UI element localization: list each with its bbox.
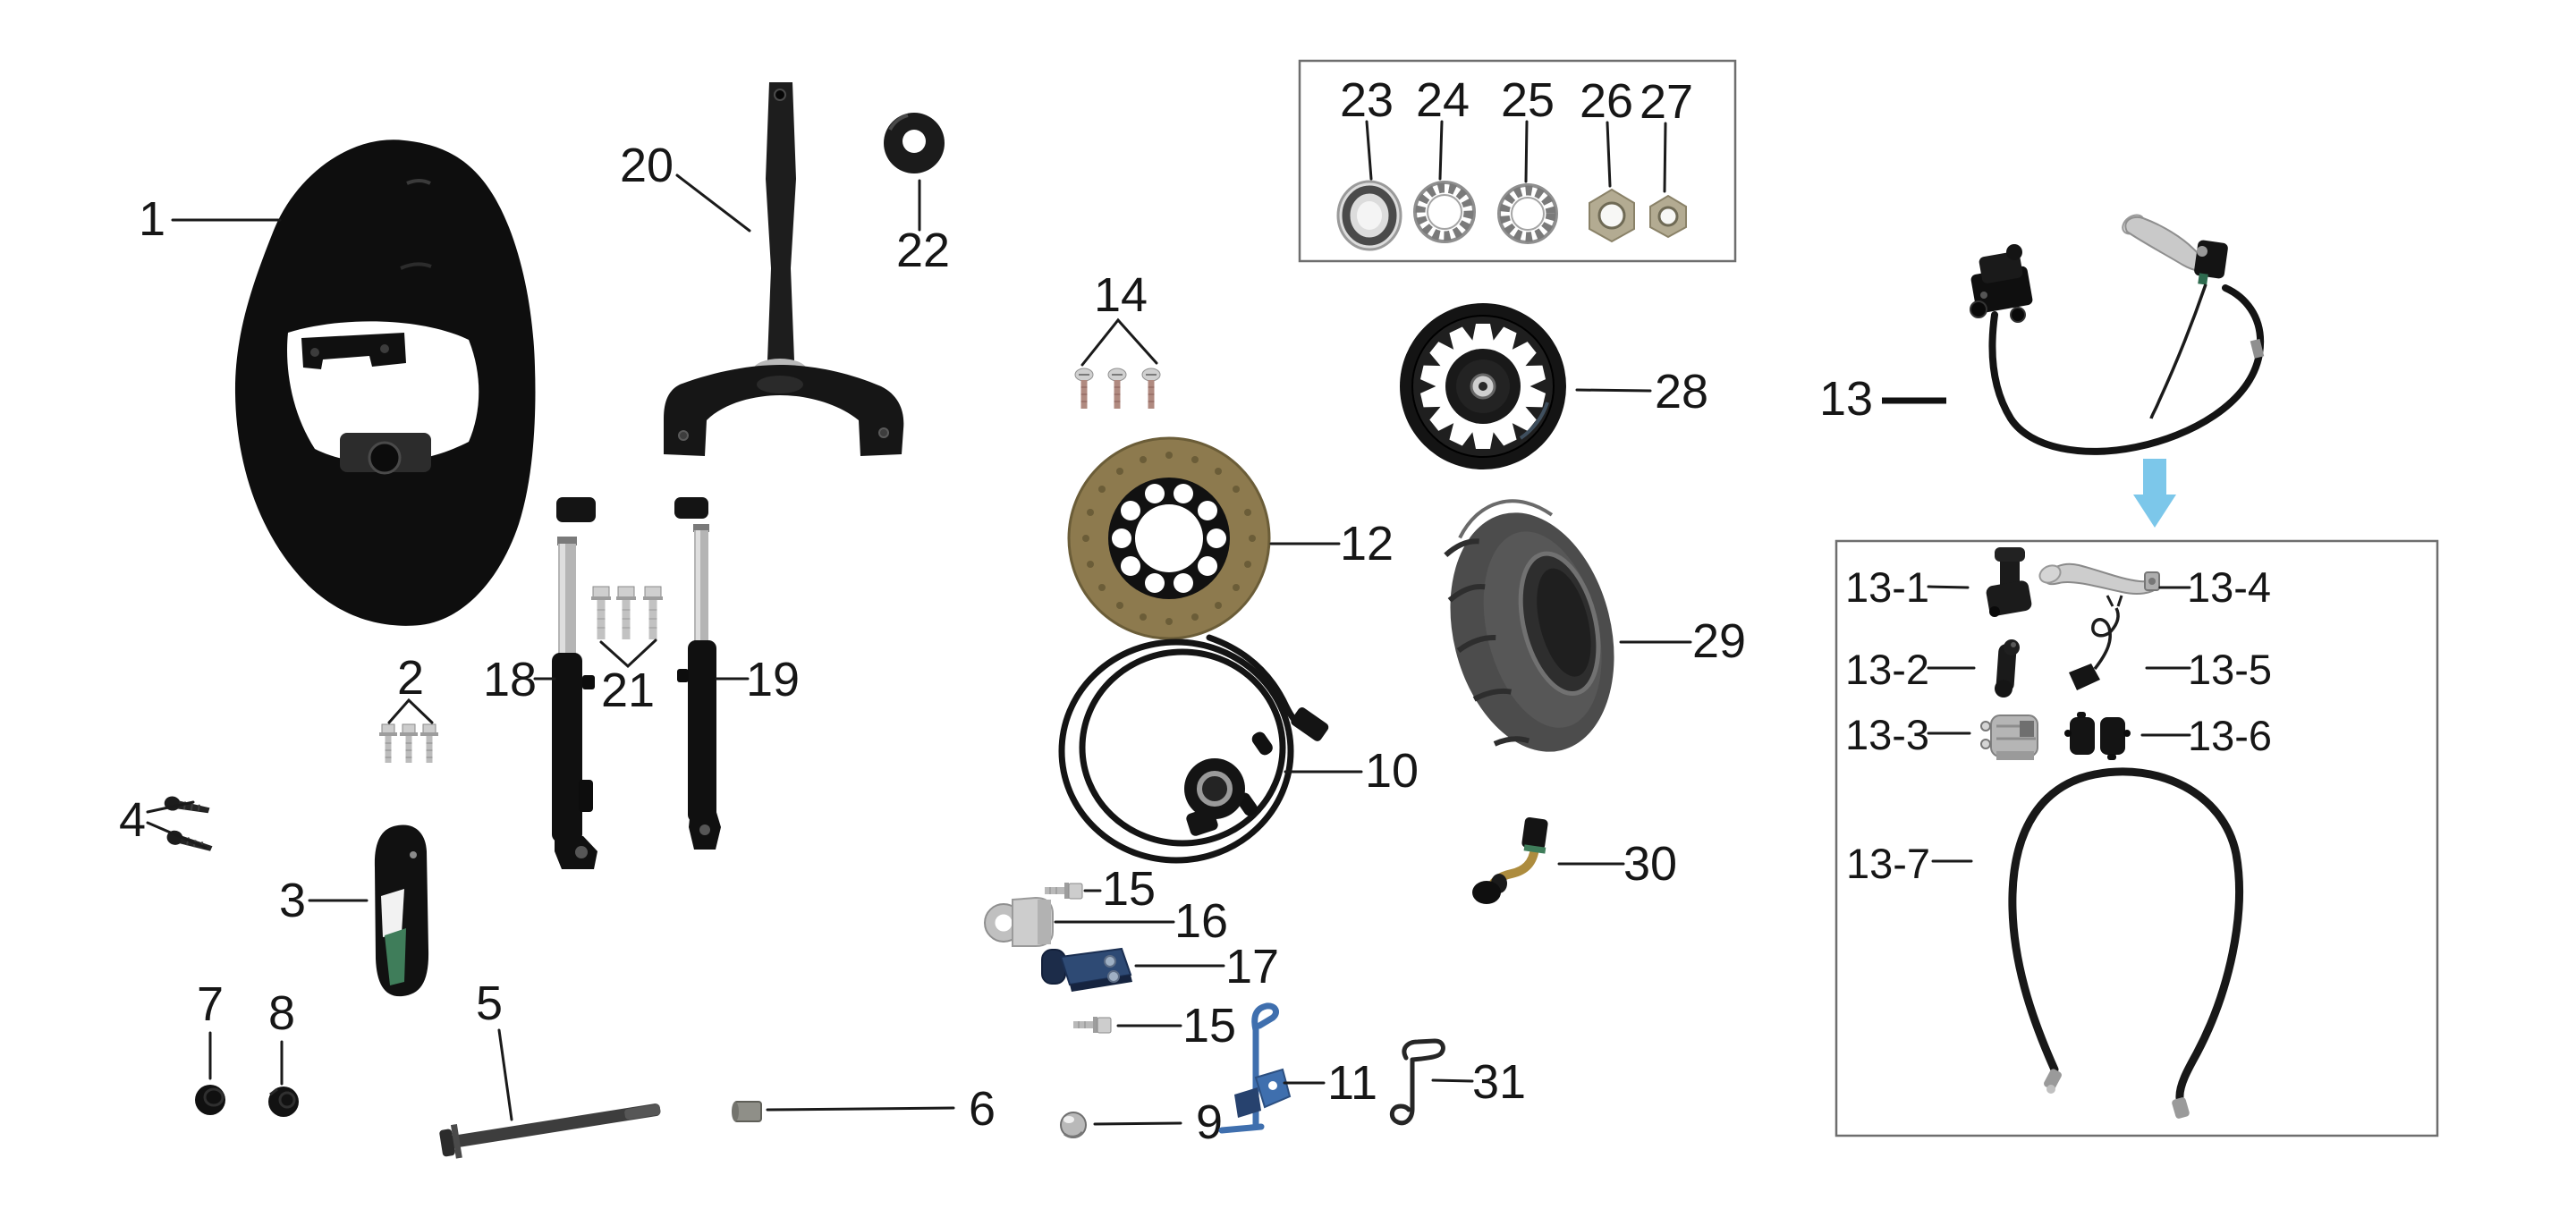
part-13-1-caliper-bracket xyxy=(1986,547,2032,617)
part-cap-8 xyxy=(268,1086,299,1117)
leader-part-5 xyxy=(497,1028,513,1121)
label-part-8: 8 xyxy=(268,986,295,1040)
label-part-13-1: 13-1 xyxy=(1845,563,1929,611)
part-wire-clip xyxy=(1389,1038,1445,1126)
leader-part-14 xyxy=(1080,317,1158,367)
part-13-7-brake-hose xyxy=(2008,767,2243,1119)
label-part-14: 14 xyxy=(1094,268,1148,322)
label-part-9: 9 xyxy=(1196,1095,1223,1149)
label-part-26: 26 xyxy=(1580,74,1633,128)
part-dome-nut xyxy=(1060,1112,1087,1138)
label-part-3: 3 xyxy=(279,874,306,927)
label-part-10: 10 xyxy=(1365,744,1419,798)
leader-part-9 xyxy=(1093,1121,1182,1126)
part-axle-spacer xyxy=(732,1101,762,1122)
label-part-21: 21 xyxy=(601,664,655,717)
down-arrow-icon xyxy=(2133,459,2176,528)
leader-part-6 xyxy=(766,1106,955,1112)
label-part-13-7: 13-7 xyxy=(1846,840,1930,887)
part-13-4-brake-lever xyxy=(2038,562,2161,595)
part-clamp-bracket xyxy=(984,896,1054,947)
label-part-31: 31 xyxy=(1472,1055,1526,1109)
label-part-24: 24 xyxy=(1416,73,1470,127)
label-part-27: 27 xyxy=(1640,75,1693,129)
leader-part-4a xyxy=(146,800,195,814)
part-front-axle xyxy=(439,1103,661,1159)
label-part-5: 5 xyxy=(476,977,503,1030)
label-part-12: 12 xyxy=(1340,517,1394,571)
label-part-17: 17 xyxy=(1225,940,1279,993)
leader-part-23 xyxy=(1365,120,1373,181)
label-part-2: 2 xyxy=(397,651,424,705)
part-13-3-caliper-body xyxy=(1980,714,2038,760)
label-part-30: 30 xyxy=(1623,837,1677,891)
label-part-23: 23 xyxy=(1340,73,1394,127)
label-part-13-4: 13-4 xyxy=(2187,563,2271,611)
part-stem-cap xyxy=(884,113,945,173)
part-ball-retainer-24 xyxy=(1413,181,1476,243)
label-part-15a: 15 xyxy=(1102,862,1156,916)
label-part-11: 11 xyxy=(1327,1056,1377,1110)
label-part-19: 19 xyxy=(746,653,800,706)
label-part-4: 4 xyxy=(119,793,146,847)
part-fork-leg-left xyxy=(552,537,597,869)
brake-subparts-box xyxy=(1835,539,2439,1137)
label-part-29: 29 xyxy=(1692,614,1746,668)
leader-part-2 xyxy=(387,698,434,724)
label-part-22: 22 xyxy=(896,224,950,277)
label-part-7: 7 xyxy=(197,977,224,1031)
part-guard-pad xyxy=(374,824,429,997)
part-fork-leg-right xyxy=(677,524,721,850)
part-cover-bolts xyxy=(379,723,438,763)
part-front-wheel xyxy=(1400,303,1566,469)
part-pinch-bolts xyxy=(591,586,663,639)
guard-green-stripe xyxy=(385,928,406,985)
part-tire xyxy=(1444,499,1614,752)
part-front-cover xyxy=(234,140,536,626)
label-part-16: 16 xyxy=(1174,894,1228,948)
part-hose-bracket xyxy=(1218,1002,1292,1134)
part-cap-7 xyxy=(195,1085,225,1115)
label-part-13-3: 13-3 xyxy=(1845,711,1929,758)
part-valve-stem xyxy=(1472,817,1548,904)
bearing-group-box xyxy=(1298,59,1737,263)
part-stem-nut-27 xyxy=(1649,194,1687,239)
label-part-28: 28 xyxy=(1655,365,1708,419)
part-13-5-brake-switch-sensor xyxy=(2069,595,2123,690)
part-bearing-race-23 xyxy=(1336,180,1402,251)
leader-part-25 xyxy=(1524,120,1529,183)
label-part-1: 1 xyxy=(139,192,165,246)
leader-part-13-1 xyxy=(1927,585,1970,589)
part-stem-nut-26 xyxy=(1589,188,1635,243)
part-steering-stem xyxy=(556,82,904,522)
leader-part-28 xyxy=(1575,388,1652,393)
part-bolt-15a xyxy=(1045,883,1083,900)
leader-part-21 xyxy=(599,638,657,669)
leader-part-20 xyxy=(675,173,751,233)
part-bolt-15b xyxy=(1073,1017,1112,1034)
label-part-15b: 15 xyxy=(1182,999,1236,1053)
part-ball-retainer-25 xyxy=(1497,183,1558,244)
label-part-13-5: 13-5 xyxy=(2188,646,2272,693)
label-part-6: 6 xyxy=(969,1082,996,1136)
label-part-20: 20 xyxy=(620,139,674,192)
part-cable-guide xyxy=(1041,947,1132,992)
leader-part-24 xyxy=(1438,120,1444,181)
label-part-13-2: 13-2 xyxy=(1845,646,1929,693)
leader-part-31 xyxy=(1431,1078,1474,1083)
part-speed-sensor-cable xyxy=(1058,634,1329,864)
part-13-2-brake-arm xyxy=(1995,639,2020,698)
part-disc-screws xyxy=(1074,368,1161,409)
leader-part-26 xyxy=(1606,121,1612,188)
part-front-brake-assembly xyxy=(1970,214,2265,455)
label-part-25: 25 xyxy=(1501,73,1555,127)
leader-part-4b xyxy=(146,821,208,850)
label-part-13: 13 xyxy=(1819,372,1873,426)
label-part-18: 18 xyxy=(483,653,537,706)
part-brake-disc xyxy=(1067,436,1271,640)
label-part-13-6: 13-6 xyxy=(2188,712,2272,759)
part-13-6-brake-pads xyxy=(2064,712,2131,760)
